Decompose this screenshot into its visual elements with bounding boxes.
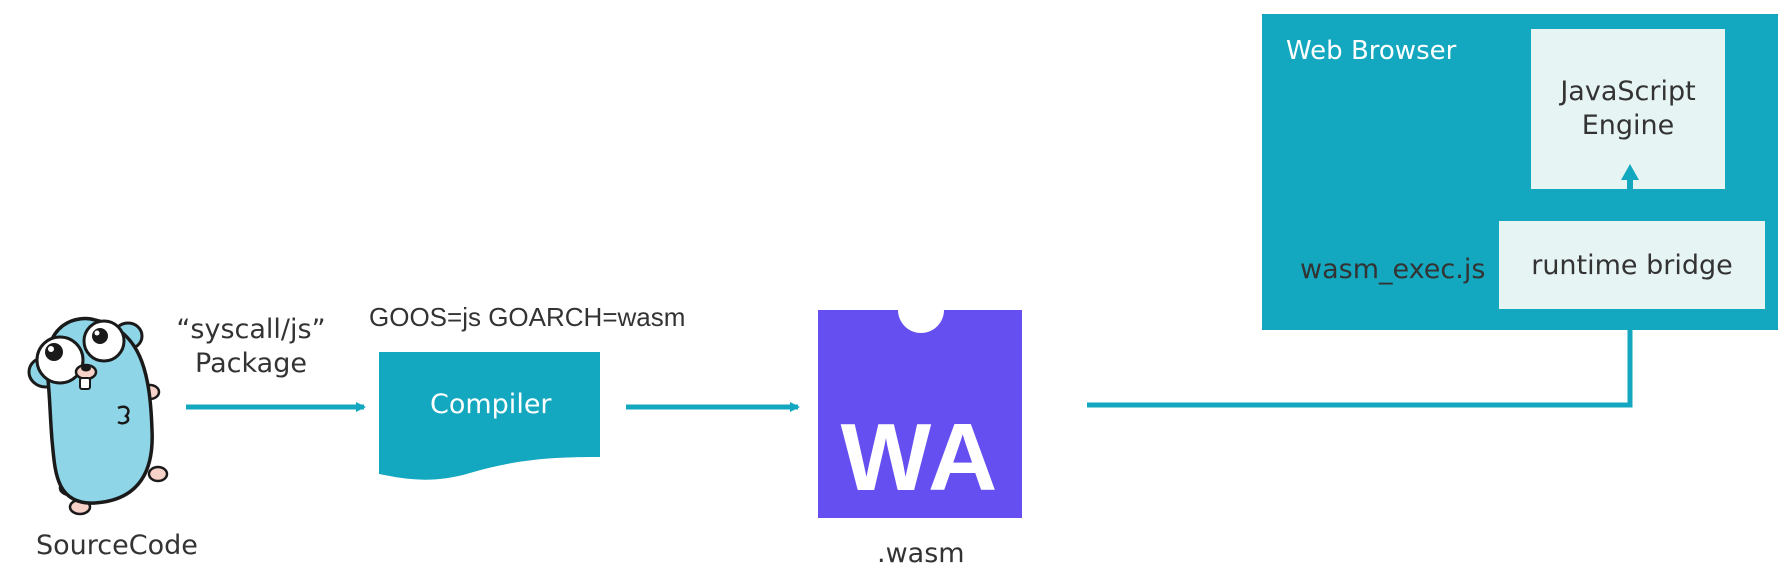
compiler-label: Compiler bbox=[430, 389, 552, 420]
wasm-exec-label: wasm_exec.js bbox=[1300, 254, 1486, 285]
web-browser-label: Web Browser bbox=[1286, 36, 1457, 66]
runtime-bridge-box: runtime bridge bbox=[1499, 221, 1765, 309]
compiler-shape bbox=[379, 352, 600, 480]
connector-wasm-to-bridge bbox=[1087, 309, 1633, 408]
javascript-engine-box: JavaScript Engine bbox=[1531, 29, 1725, 189]
wasm-logo-icon bbox=[818, 310, 1022, 518]
syscall-package-label: “syscall/js” Package bbox=[176, 314, 326, 379]
source-code-label: SourceCode bbox=[36, 530, 198, 561]
wasm-file-label: .wasm bbox=[877, 538, 965, 569]
arrow-bridge-to-engine-head bbox=[1621, 164, 1639, 180]
javascript-engine-label: JavaScript Engine bbox=[1560, 76, 1696, 141]
runtime-bridge-label: runtime bridge bbox=[1531, 249, 1733, 281]
gopher-mascot-icon bbox=[27, 316, 169, 516]
build-flags-label: GOOS=js GOARCH=wasm bbox=[369, 302, 686, 332]
wasm-logo-text: WA bbox=[840, 404, 1000, 511]
